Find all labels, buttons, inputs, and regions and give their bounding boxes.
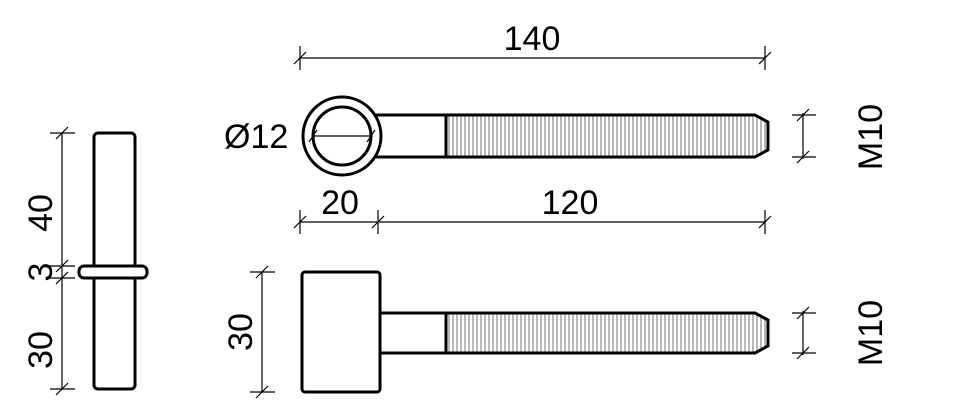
dim-40: 40: [22, 194, 60, 232]
dim-140: 140: [504, 20, 561, 58]
t-head-bolt-dimensions: 30 M10: [222, 265, 890, 399]
dim-20: 20: [321, 184, 359, 222]
dim-m10-bottom: M10: [852, 300, 890, 366]
side-view-dimensions: 40 3 30: [22, 126, 75, 396]
t-head-bolt: [300, 270, 770, 394]
dim-120: 120: [542, 184, 599, 222]
dim-diameter-12: Ø12: [224, 118, 288, 156]
dim-30-head: 30: [222, 313, 260, 351]
eye-bolt: [301, 95, 770, 177]
dim-m10-top: M10: [852, 104, 890, 170]
side-view-pin: [77, 131, 149, 391]
dim-3: 3: [22, 263, 60, 282]
dim-30-side: 30: [22, 331, 60, 369]
eye-bolt-dimensions: 140 Ø12 20 120 M10: [224, 20, 890, 234]
washer: [77, 264, 149, 280]
